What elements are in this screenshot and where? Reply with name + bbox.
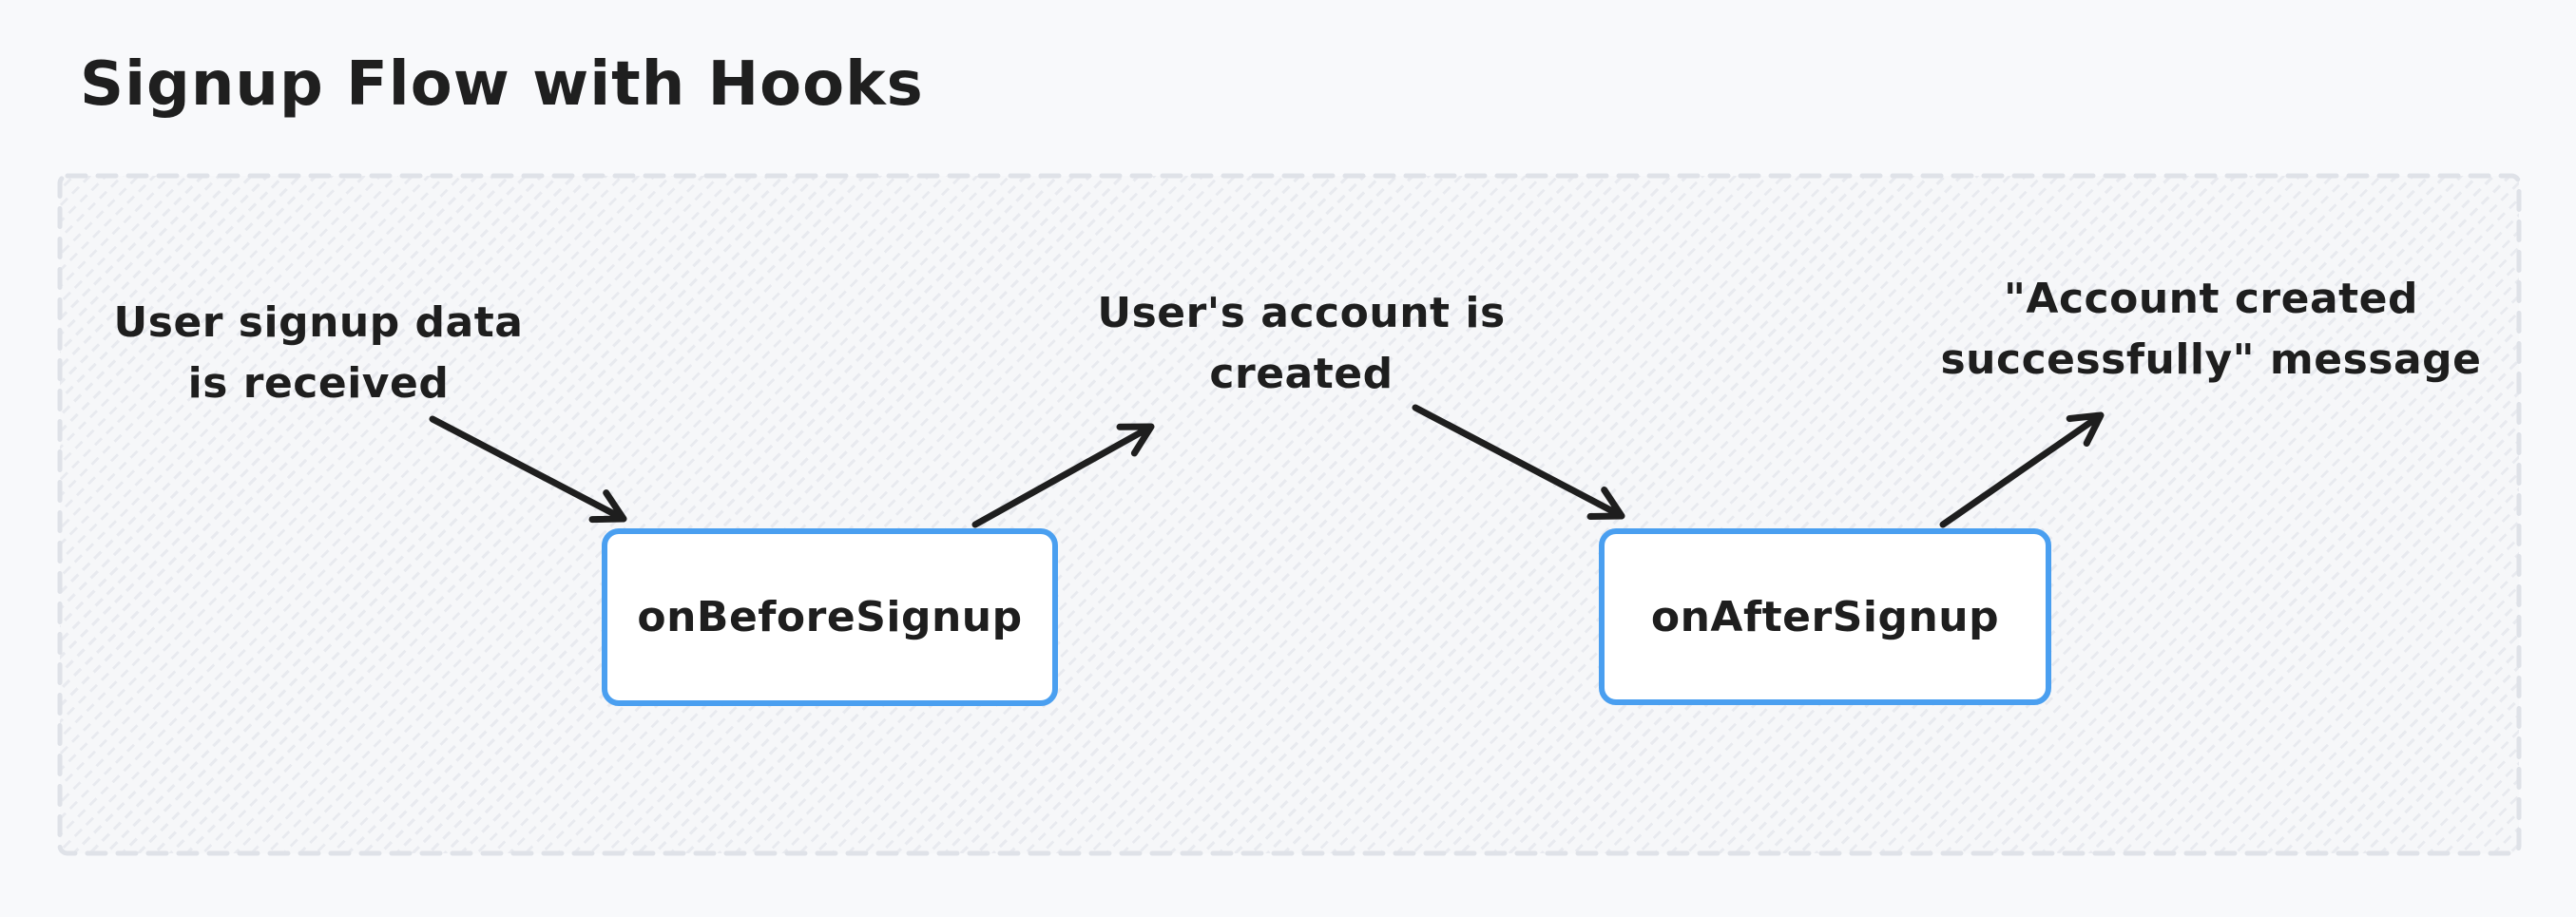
annotation-account-created: User's account is created: [1064, 283, 1539, 405]
annotation-line: is received: [187, 359, 450, 408]
page-title: Signup Flow with Hooks: [80, 49, 924, 120]
annotation-line: created: [1209, 350, 1394, 398]
connector-arrow-1: [429, 415, 627, 524]
connector-arrow-2: [971, 423, 1155, 528]
connector-arrow-3: [1412, 404, 1625, 520]
node-onBeforeSignup: onBeforeSignup: [602, 528, 1058, 706]
annotation-line: successfully" message: [1940, 335, 2482, 384]
node-label: onBeforeSignup: [637, 593, 1023, 641]
node-onAfterSignup: onAfterSignup: [1599, 528, 2051, 705]
frame-dashed-border: [57, 173, 2522, 856]
annotation-line: User signup data: [113, 298, 524, 347]
annotation-line: User's account is: [1097, 289, 1506, 337]
annotation-line: "Account created: [2003, 275, 2419, 323]
annotation-success-message: "Account created successfully" message: [1926, 269, 2496, 391]
node-label: onAfterSignup: [1650, 592, 2000, 641]
connector-arrow-4: [1939, 411, 2105, 528]
flow-frame: [60, 176, 2519, 853]
annotation-user-signup-data: User signup data is received: [81, 293, 556, 414]
